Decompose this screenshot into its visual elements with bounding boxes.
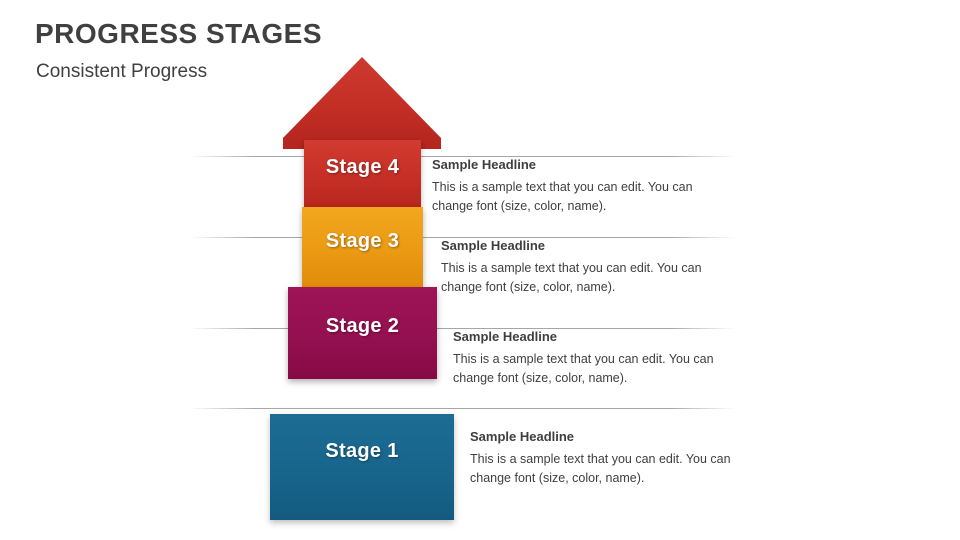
stage-bar-3[interactable]: Stage 3 xyxy=(302,207,423,287)
stage-body-2: This is a sample text that you can edit.… xyxy=(453,352,714,386)
stage-bar-2[interactable]: Stage 2 xyxy=(288,287,437,379)
separator-line-stage-4 xyxy=(190,156,735,157)
stage-text-block-1: Sample Headline This is a sample text th… xyxy=(470,429,745,489)
stage-text-block-4: Sample Headline This is a sample text th… xyxy=(432,157,704,217)
stage-body-4: This is a sample text that you can edit.… xyxy=(432,180,693,214)
stage-label-1: Stage 1 xyxy=(325,440,399,462)
page-subtitle: Consistent Progress xyxy=(36,61,208,82)
stage-headline-2: Sample Headline xyxy=(453,329,558,344)
stage-label-3: Stage 3 xyxy=(325,230,400,252)
stage-bar-4[interactable]: Stage 4 xyxy=(304,140,421,207)
stage-text-block-2: Sample Headline This is a sample text th… xyxy=(453,329,735,389)
stage-label-2: Stage 2 xyxy=(325,315,400,337)
separator-line-stage-2 xyxy=(190,328,735,329)
arrow-head-icon xyxy=(283,57,441,149)
stage-body-3: This is a sample text that you can edit.… xyxy=(441,261,702,295)
separator-line-stage-1 xyxy=(190,408,735,409)
stage-headline-3: Sample Headline xyxy=(441,238,546,253)
separator-line-stage-3 xyxy=(190,237,735,238)
stage-body-1: This is a sample text that you can edit.… xyxy=(470,452,731,486)
stage-bar-1[interactable]: Stage 1 xyxy=(270,414,454,520)
stage-headline-4: Sample Headline xyxy=(432,157,537,172)
stage-headline-1: Sample Headline xyxy=(470,429,575,444)
stage-text-block-3: Sample Headline This is a sample text th… xyxy=(441,238,729,298)
stage-label-4: Stage 4 xyxy=(325,156,400,178)
page-title: PROGRESS STAGES xyxy=(35,18,323,49)
